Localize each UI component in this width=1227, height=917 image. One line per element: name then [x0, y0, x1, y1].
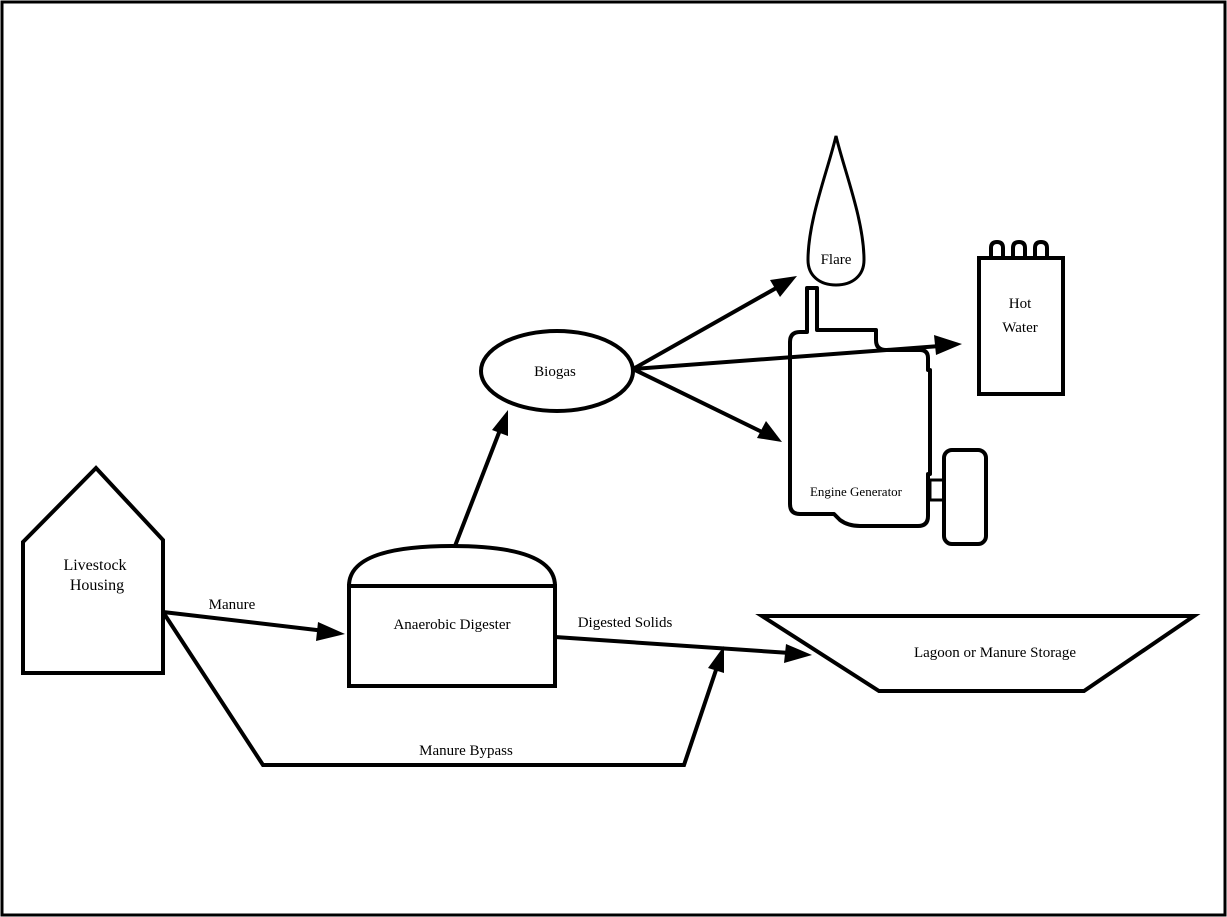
digester-to-biogas-line — [453, 429, 502, 547]
hot-water-label-line1: Hot — [1009, 296, 1032, 312]
flare-label: Flare — [821, 252, 852, 268]
manure-bypass-line — [161, 610, 718, 767]
digester-dome — [347, 543, 557, 587]
biogas-to-hot-water-arrowhead — [934, 335, 962, 355]
manure-label: Manure — [209, 597, 256, 613]
lagoon-node: Lagoon or Manure Storage — [755, 614, 1201, 693]
livestock-housing-node: Livestock Housing — [21, 465, 165, 675]
hot-water-node: Hot Water — [977, 239, 1065, 396]
digested-solids-edge: Digested Solids — [554, 615, 812, 663]
generator-drum — [942, 448, 988, 546]
anaerobic-digester-node: Anaerobic Digester — [347, 543, 557, 688]
biogas-to-hot-water-line — [632, 344, 941, 371]
manure-bypass-arrowhead — [708, 646, 724, 673]
hot-water-tank — [977, 256, 1065, 396]
flare-node: Flare — [806, 135, 866, 287]
livestock-housing-label-line2: Housing — [70, 577, 124, 594]
hot-water-label-line2: Water — [1002, 320, 1037, 336]
lagoon-shape — [755, 614, 1201, 693]
livestock-housing-shape — [21, 465, 165, 675]
manure-arrow-line — [162, 610, 326, 633]
engine-shaft — [928, 478, 946, 502]
hot-water-pipe-2 — [1011, 239, 1027, 258]
biogas-to-hot-water-edge — [632, 335, 962, 371]
digester-tank — [347, 584, 557, 688]
biogas-to-engine-edge — [632, 367, 782, 442]
biogas-to-engine-arrowhead — [757, 421, 782, 442]
hot-water-pipe-3 — [1033, 239, 1049, 258]
livestock-housing-label-line1: Livestock — [63, 557, 126, 574]
digester-to-biogas-arrowhead — [492, 410, 508, 436]
biogas-to-flare-edge — [632, 276, 797, 371]
engine-generator-node: Engine Generator — [788, 286, 988, 546]
manure-edge: Manure — [162, 597, 345, 641]
digested-solids-arrow-line — [554, 635, 791, 655]
hot-water-pipe-1 — [989, 239, 1005, 258]
digester-to-biogas-edge — [453, 410, 508, 547]
manure-arrowhead — [316, 622, 345, 641]
biogas-to-engine-line — [632, 367, 763, 434]
flare-drop-shape — [806, 135, 866, 287]
biogas-to-flare-arrowhead — [770, 276, 797, 297]
biogas-label: Biogas — [534, 364, 576, 380]
anaerobic-digester-label: Anaerobic Digester — [393, 617, 510, 633]
biogas-node: Biogas — [479, 329, 635, 413]
manure-bypass-label: Manure Bypass — [419, 743, 513, 759]
engine-generator-label: Engine Generator — [810, 484, 903, 499]
biogas-to-flare-line — [632, 285, 779, 371]
lagoon-label: Lagoon or Manure Storage — [914, 645, 1076, 661]
digested-solids-label: Digested Solids — [578, 615, 673, 631]
digested-solids-arrowhead — [784, 644, 812, 663]
manure-bypass-edge: Manure Bypass — [161, 610, 724, 767]
